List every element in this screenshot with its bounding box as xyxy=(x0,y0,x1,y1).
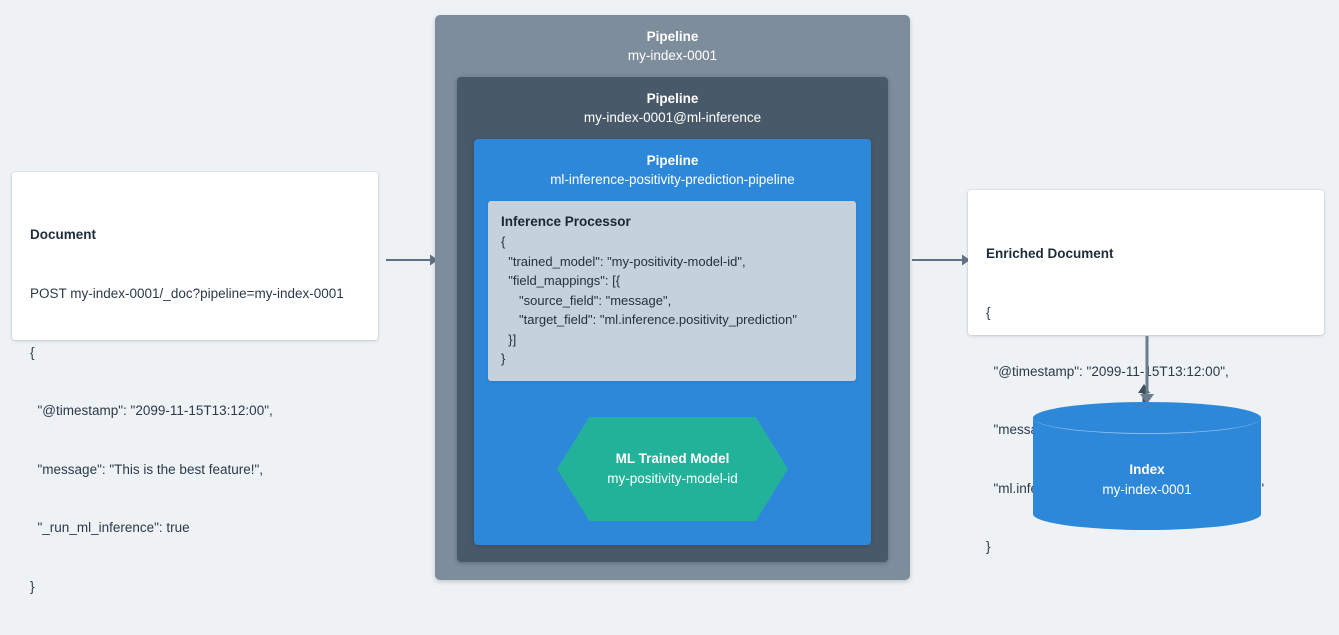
document-line-4: "_run_ml_inference": true xyxy=(30,520,190,535)
document-line-1: { xyxy=(30,344,35,360)
diagram-canvas: Document POST my-index-0001/_doc?pipelin… xyxy=(12,15,1324,594)
index-title: Index xyxy=(1129,462,1165,477)
pipeline-outer-name: my-index-0001 xyxy=(627,48,718,63)
index-cylinder: Index my-index-0001 xyxy=(1033,402,1261,530)
document-line-5: } xyxy=(30,578,35,594)
pipeline-inner-header: Pipeline ml-inference-positivity-predict… xyxy=(474,139,871,190)
document-line-0: POST my-index-0001/_doc?pipeline=my-inde… xyxy=(30,286,344,301)
pipeline-outer-my-index-0001: Pipeline my-index-0001 Pipeline my-index… xyxy=(435,15,1150,580)
enriched-document-line-4: } xyxy=(986,539,991,554)
enriched-document-card: Enriched Document { "@timestamp": "2099-… xyxy=(968,190,1324,554)
enriched-document-line-1: "@timestamp": "2099-11-15T13:12:00", xyxy=(986,363,1229,379)
inference-processor-line-3: "source_field": "message", xyxy=(501,292,672,308)
pipeline-outer-header: Pipeline my-index-0001 xyxy=(435,15,910,66)
arrow-enriched-document-to-index-icon xyxy=(1136,336,1158,404)
enriched-document-line-0: { xyxy=(986,305,991,320)
pipeline-middle-ml-inference: Pipeline my-index-0001@ml-inference Pipe… xyxy=(457,77,1150,562)
inference-processor-card: Inference Processor { "trained_model": "… xyxy=(488,201,856,381)
index-label: Index my-index-0001 xyxy=(1033,460,1261,500)
document-card-title: Document xyxy=(30,227,97,242)
enriched-document-title: Enriched Document xyxy=(986,246,1114,261)
document-line-3: "message": "This is the best feature!", xyxy=(30,461,264,477)
inference-processor-title: Inference Processor xyxy=(501,214,631,229)
pipeline-inner-positivity-prediction: Pipeline ml-inference-positivity-predict… xyxy=(474,139,1150,545)
inference-processor-line-6: } xyxy=(501,351,506,366)
inference-processor-line-0: { xyxy=(501,234,506,249)
inference-processor-line-1: "trained_model": "my-positivity-model-id… xyxy=(501,253,746,269)
cylinder-top-ellipse xyxy=(1033,402,1261,434)
arrow-pipeline-to-enriched-document-icon xyxy=(912,250,970,270)
pipeline-inner-kind: Pipeline xyxy=(646,153,699,168)
inference-processor-line-5: }] xyxy=(501,331,517,347)
document-line-2: "@timestamp": "2099-11-15T13:12:00", xyxy=(30,403,273,418)
arrow-document-to-pipeline-icon xyxy=(386,250,438,270)
cylinder-bottom-ellipse xyxy=(1033,498,1261,530)
pipeline-middle-name: my-index-0001@ml-inference xyxy=(583,110,762,125)
index-name: my-index-0001 xyxy=(1102,482,1192,497)
pipeline-outer-kind: Pipeline xyxy=(646,29,699,44)
inference-processor-line-2: "field_mappings": [{ xyxy=(501,273,621,288)
pipeline-middle-kind: Pipeline xyxy=(646,91,699,106)
document-card: Document POST my-index-0001/_doc?pipelin… xyxy=(12,172,378,594)
pipeline-inner-name: ml-inference-positivity-prediction-pipel… xyxy=(550,172,795,187)
ml-model-title: ML Trained Model xyxy=(615,451,730,466)
ml-model-name: my-positivity-model-id xyxy=(607,471,738,486)
inference-processor-line-4: "target_field": "ml.inference.positivity… xyxy=(501,312,797,327)
pipeline-middle-header: Pipeline my-index-0001@ml-inference xyxy=(457,77,888,128)
ml-trained-model-hexagon: ML Trained Model my-positivity-model-id xyxy=(557,417,788,521)
